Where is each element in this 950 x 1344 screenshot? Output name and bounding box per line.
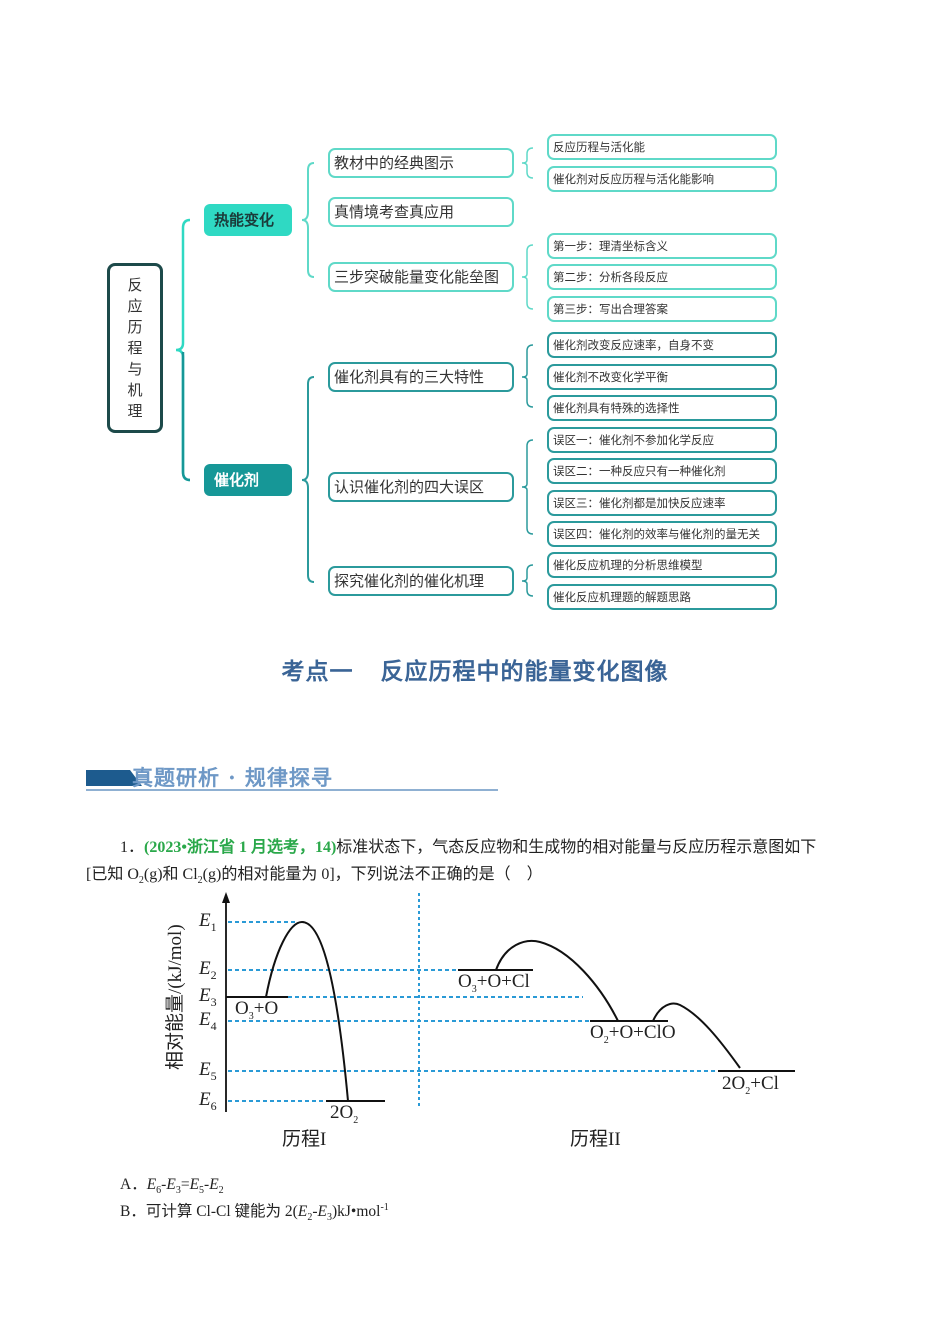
node-four-misconceptions: 认识催化剂的四大误区 xyxy=(328,472,514,502)
leaf-item: 误区三：催化剂都是加快反应速率 xyxy=(547,490,777,516)
leaf-item: 催化剂对反应历程与活化能影响 xyxy=(547,166,777,192)
option-prefix: A． xyxy=(120,1176,147,1193)
root-char: 与 xyxy=(127,359,143,378)
question-line-2: [已知 O2(g)和 Cl2(g)的相对能量为 0]，下列说法不正确的是（ ） xyxy=(86,861,876,894)
node-three-steps: 三步突破能量变化能垒图 xyxy=(328,262,514,292)
state-label-o3-o-cl: O3+O+Cl xyxy=(458,971,530,995)
state-label-2o2-cl: 2O2+Cl xyxy=(722,1073,779,1097)
leaf-item: 第一步：理清坐标含义 xyxy=(547,233,777,259)
heading-bar-decoration xyxy=(86,770,130,786)
leaf-item: 催化反应机理题的解题思路 xyxy=(547,584,777,610)
heading-underline xyxy=(86,789,498,791)
text-fragment: [已知 O xyxy=(86,866,139,883)
root-char: 应 xyxy=(127,296,143,315)
leaf-item: 第二步：分析各段反应 xyxy=(547,264,777,290)
leaf-item: 误区二：一种反应只有一种催化剂 xyxy=(547,458,777,484)
leaf-item: 催化剂具有特殊的选择性 xyxy=(547,395,777,421)
option-b[interactable]: B．可计算 Cl-Cl 键能为 2(E2-E3)kJ•mol-1 xyxy=(120,1201,389,1224)
root-char: 程 xyxy=(127,338,143,357)
root-char: 理 xyxy=(127,401,143,420)
node-real-context: 真情境考查真应用 xyxy=(328,197,514,227)
level-label-e3: E3 xyxy=(199,985,217,1009)
leaf-item: 误区一：催化剂不参加化学反应 xyxy=(547,427,777,453)
level-label-e1: E1 xyxy=(199,910,217,934)
section-title: 考点一 反应历程中的能量变化图像 xyxy=(281,659,669,685)
mindmap-connectors xyxy=(175,147,534,597)
option-prefix: B． xyxy=(120,1203,146,1220)
level-label-e2: E2 xyxy=(199,958,217,982)
x-label-path-1: 历程I xyxy=(282,1129,327,1150)
question-stem: 标准状态下，气态反应物和生成物的相对能量与反应历程示意图如下 xyxy=(336,839,817,856)
text-fragment: (g)的相对能量为 0]，下列说法不正确的是（ ） xyxy=(202,866,543,883)
root-char: 反 xyxy=(127,275,143,294)
sub-heading: 真题研析 · 规律探寻 xyxy=(86,762,498,792)
state-label-o2-o-clo: O2+O+ClO xyxy=(590,1022,676,1046)
leaf-item: 催化剂改变反应速率，自身不变 xyxy=(547,332,777,358)
root-char: 机 xyxy=(127,380,143,399)
y-axis-label: 相对能量/(kJ/mol) xyxy=(165,924,186,1070)
question-source: (2023•浙江省 1 月选考，14) xyxy=(144,839,337,856)
leaf-item: 误区四：催化剂的效率与催化剂的量无关 xyxy=(547,521,777,547)
subscript: 2 xyxy=(197,875,203,887)
node-classic-diagrams: 教材中的经典图示 xyxy=(328,148,514,178)
level-label-e6: E6 xyxy=(199,1089,217,1113)
question-number: 1． xyxy=(120,839,145,856)
branch-heat-change: 热能变化 xyxy=(204,204,292,236)
sub-heading-text: 真题研析 · 规律探寻 xyxy=(132,765,333,790)
leaf-item: 催化剂不改变化学平衡 xyxy=(547,364,777,390)
node-mechanism: 探究催化剂的催化机理 xyxy=(328,566,514,596)
leaf-item: 第三步：写出合理答案 xyxy=(547,296,777,322)
subscript: 2 xyxy=(138,875,144,887)
branch-catalyst: 催化剂 xyxy=(204,464,292,496)
state-label-2o2: 2O2 xyxy=(330,1102,359,1126)
leaf-item: 反应历程与活化能 xyxy=(547,134,777,160)
x-label-path-2: 历程II xyxy=(570,1129,621,1150)
mindmap-root: 反 应 历 程 与 机 理 xyxy=(107,263,163,433)
level-label-e4: E4 xyxy=(199,1009,217,1033)
node-three-properties: 催化剂具有的三大特性 xyxy=(328,362,514,392)
root-char: 历 xyxy=(127,317,143,336)
text-fragment: (g)和 Cl xyxy=(143,866,198,883)
leaf-item: 催化反应机理的分析思维模型 xyxy=(547,552,777,578)
option-a[interactable]: A．E6-E3=E5-E2 xyxy=(120,1176,224,1197)
heading-triangle-decoration xyxy=(130,770,142,786)
level-label-e5: E5 xyxy=(199,1059,217,1083)
state-label-o3-o: O3+O xyxy=(235,998,279,1022)
question-line-1: 1．(2023•浙江省 1 月选考，14)标准状态下，气态反应物和生成物的相对能… xyxy=(86,834,876,861)
